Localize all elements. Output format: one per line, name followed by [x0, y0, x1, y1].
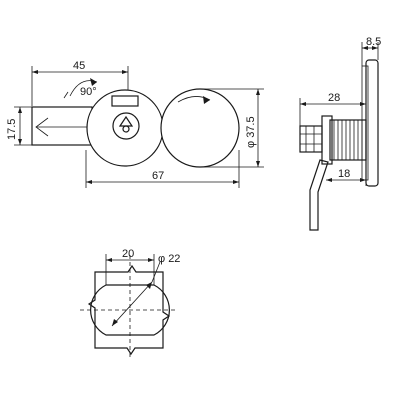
dim-22-label: φ 22 — [158, 253, 180, 265]
dim-arrow — [300, 102, 306, 106]
panel-outline — [87, 264, 171, 356]
lock-body-circle — [86, 89, 164, 167]
keyway-pin — [122, 125, 130, 133]
threaded-body — [329, 119, 367, 161]
dim-arrow — [146, 282, 152, 289]
dim-arrow — [122, 70, 128, 74]
dim-arrow — [233, 180, 239, 184]
dim-arrow — [18, 107, 22, 113]
dim-20-label: 20 — [122, 248, 134, 260]
dim-arrow — [18, 139, 22, 145]
hex-spindle — [299, 125, 323, 153]
rotation-arrow-icon — [90, 78, 97, 86]
dim-8-5-label: 8.5 — [366, 36, 381, 48]
side-view: 8.5 28 18 — [299, 36, 381, 231]
plate-rim — [361, 65, 369, 181]
dim-arrow — [326, 178, 332, 182]
dim-arrow — [148, 258, 154, 262]
cutout-view: φ 22 20 — [80, 248, 180, 360]
cam-arm — [31, 106, 93, 146]
d-cut-hole — [90, 284, 170, 336]
dim-28-label: 28 — [328, 92, 340, 104]
rotation-arc-tail — [63, 91, 69, 99]
dim-arrow — [360, 102, 366, 106]
dust-cover-circle — [160, 88, 240, 168]
dim-22-leader — [151, 261, 161, 283]
thread-lines — [333, 120, 363, 160]
dim-37-5-label: φ 37.5 — [245, 116, 257, 148]
key-slot — [111, 95, 139, 107]
dim-67-label: 67 — [152, 170, 164, 182]
dim-arrow — [32, 70, 38, 74]
dim-17-5-label: 17.5 — [6, 119, 18, 140]
rotation-angle-label: 90° — [80, 86, 97, 98]
dim-arrow — [256, 89, 260, 95]
dim-45-label: 45 — [73, 60, 85, 72]
dim-arrow — [256, 161, 260, 167]
dim-18-label: 18 — [338, 168, 350, 180]
key-cylinder — [112, 112, 140, 140]
dim-arrow — [106, 258, 112, 262]
dim-arrow — [362, 46, 368, 50]
dim-22-line — [111, 281, 153, 327]
dim-arrow — [86, 180, 92, 184]
cam-bracket — [309, 159, 329, 231]
cover-swing-arrow-icon — [203, 96, 210, 104]
dim-arrow — [112, 319, 118, 326]
dim-arrow — [360, 178, 366, 182]
dim-arrow — [372, 46, 378, 50]
front-view: 45 90° 17.5 67 φ 37.5 — [6, 60, 264, 188]
